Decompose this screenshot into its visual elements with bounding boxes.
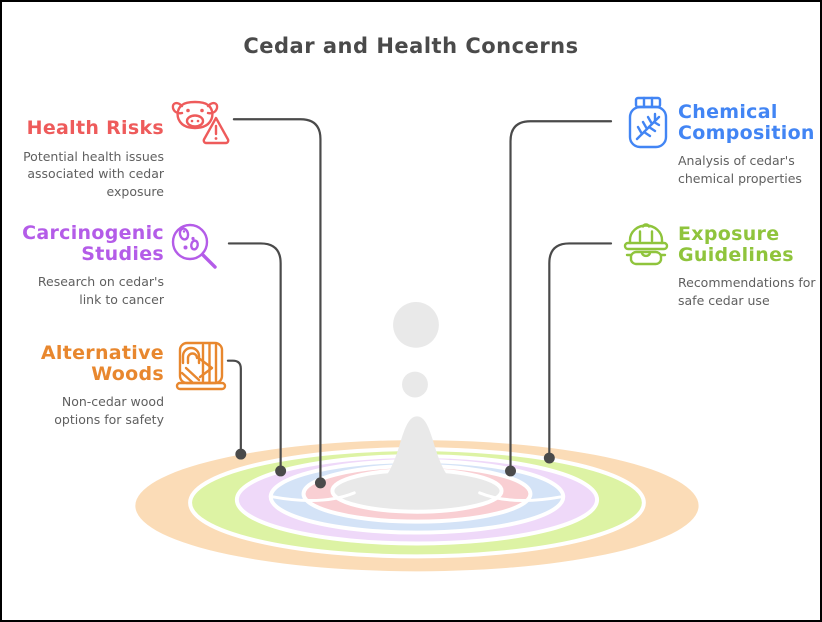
- connector-lines: [226, 118, 613, 484]
- safety-gear-icon: [619, 220, 673, 274]
- topic-alternative-woods: Alternative Woods Non-cedar wood options…: [6, 343, 164, 428]
- droplet-large: [393, 302, 439, 348]
- topic-title: Carcinogenic Studies: [22, 222, 164, 265]
- topic-exposure-guidelines: Exposure Guidelines Recommendations for …: [678, 224, 822, 309]
- water-droplet-splash: [271, 302, 563, 505]
- splash-skirt-right: [478, 491, 563, 503]
- cow-warning-icon: [171, 97, 233, 153]
- topic-carcinogenic-studies: Carcinogenic Studies Research on cedar's…: [6, 223, 164, 308]
- magnifier-cells-icon: [166, 218, 228, 284]
- topic-description: Potential health issues associated with …: [23, 148, 164, 199]
- specimen-jar-icon: [622, 95, 674, 159]
- splash-skirt-left: [271, 491, 356, 503]
- topic-chemical-composition: Chemical Composition Analysis of cedar's…: [678, 102, 822, 187]
- topic-description: Research on cedar's link to cancer: [37, 274, 164, 307]
- droplet-small: [402, 371, 428, 398]
- page-title: Cedar and Health Concerns: [243, 34, 579, 58]
- lumber-stack-icon: [172, 338, 230, 400]
- topic-description: Non-cedar wood options for safety: [54, 394, 164, 427]
- topic-health-risks: Health Risks Potential health issues ass…: [6, 118, 164, 200]
- connector-carcinogenic-studies: [227, 242, 282, 473]
- topic-description: Analysis of cedar's chemical properties: [678, 153, 802, 186]
- topic-title: Chemical Composition: [678, 101, 815, 144]
- dot-carcinogenic-studies: [275, 465, 287, 477]
- dot-exposure-guidelines: [543, 452, 555, 464]
- connector-exposure-guidelines: [548, 242, 613, 460]
- topic-title: Exposure Guidelines: [678, 223, 794, 266]
- dot-alternative-woods: [235, 448, 247, 460]
- connector-health-risks: [232, 118, 322, 484]
- dot-health-risks: [314, 477, 326, 489]
- topic-title: Health Risks: [26, 117, 164, 139]
- connector-alternative-woods: [226, 359, 242, 456]
- splash-column: [344, 416, 490, 505]
- dot-chemical-composition: [505, 465, 516, 477]
- connector-dots: [235, 448, 555, 489]
- topic-description: Recommendations for safe cedar use: [678, 275, 816, 308]
- topic-title: Alternative Woods: [40, 342, 164, 385]
- connector-chemical-composition: [509, 120, 613, 473]
